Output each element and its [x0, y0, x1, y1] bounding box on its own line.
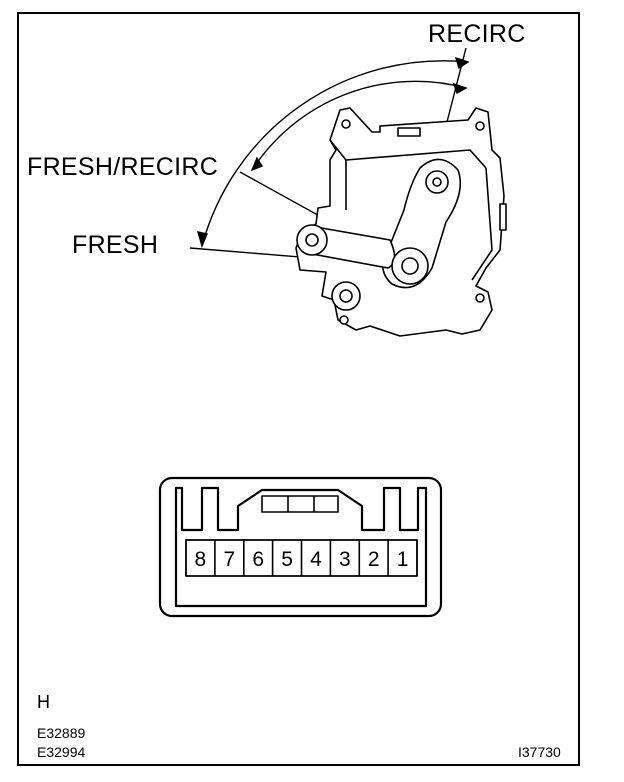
housing-side-rib: [345, 160, 493, 281]
servo-motor-body: [295, 107, 507, 337]
pin-label: 6: [252, 548, 264, 571]
mount-hole-bl: [339, 315, 349, 325]
arrowhead-fresh: [197, 231, 208, 249]
mount-hole-br: [475, 293, 485, 303]
pin-label: 8: [195, 548, 207, 571]
outer-arc: [201, 60, 469, 247]
pivots: [296, 119, 485, 325]
left-pivot-hole: [305, 233, 319, 247]
figure-frame: [17, 12, 580, 766]
figure-id: I37730: [518, 744, 561, 760]
mount-hole-tl: [341, 119, 351, 129]
latch-ramp: [261, 495, 339, 513]
view-letter: H: [37, 692, 50, 712]
pin-label: 1: [397, 548, 409, 571]
side-tab: [499, 203, 507, 231]
connector-pins: 8 7 6 5 4 3 2 1: [195, 548, 409, 571]
main-pivot-hole: [401, 257, 419, 275]
top-tab: [397, 127, 421, 137]
label-fresh-recirc: FRESH/RECIRC: [27, 153, 219, 181]
ref-code-2: E32994: [37, 744, 86, 760]
bottom-left-boss-hole: [339, 289, 353, 303]
arrowhead-fresh-recirc: [250, 156, 264, 172]
label-fresh: FRESH: [72, 231, 159, 259]
connector: [158, 476, 443, 618]
upper-pivot-hole: [432, 177, 442, 187]
inner-arc: [251, 80, 467, 171]
pin-label: 5: [281, 548, 293, 571]
housing-top-edge: [329, 139, 487, 169]
label-recirc: RECIRC: [428, 20, 526, 48]
mount-hole-tr: [475, 121, 485, 131]
pin-dividers: [214, 540, 389, 576]
ref-code-1: E32889: [37, 725, 86, 741]
pin-label: 2: [368, 548, 380, 571]
connector-outer: [158, 476, 443, 618]
pin-label: 3: [339, 548, 351, 571]
connector-inner: [174, 486, 428, 608]
pin-label: 4: [310, 548, 322, 571]
pin-label: 7: [223, 548, 235, 571]
